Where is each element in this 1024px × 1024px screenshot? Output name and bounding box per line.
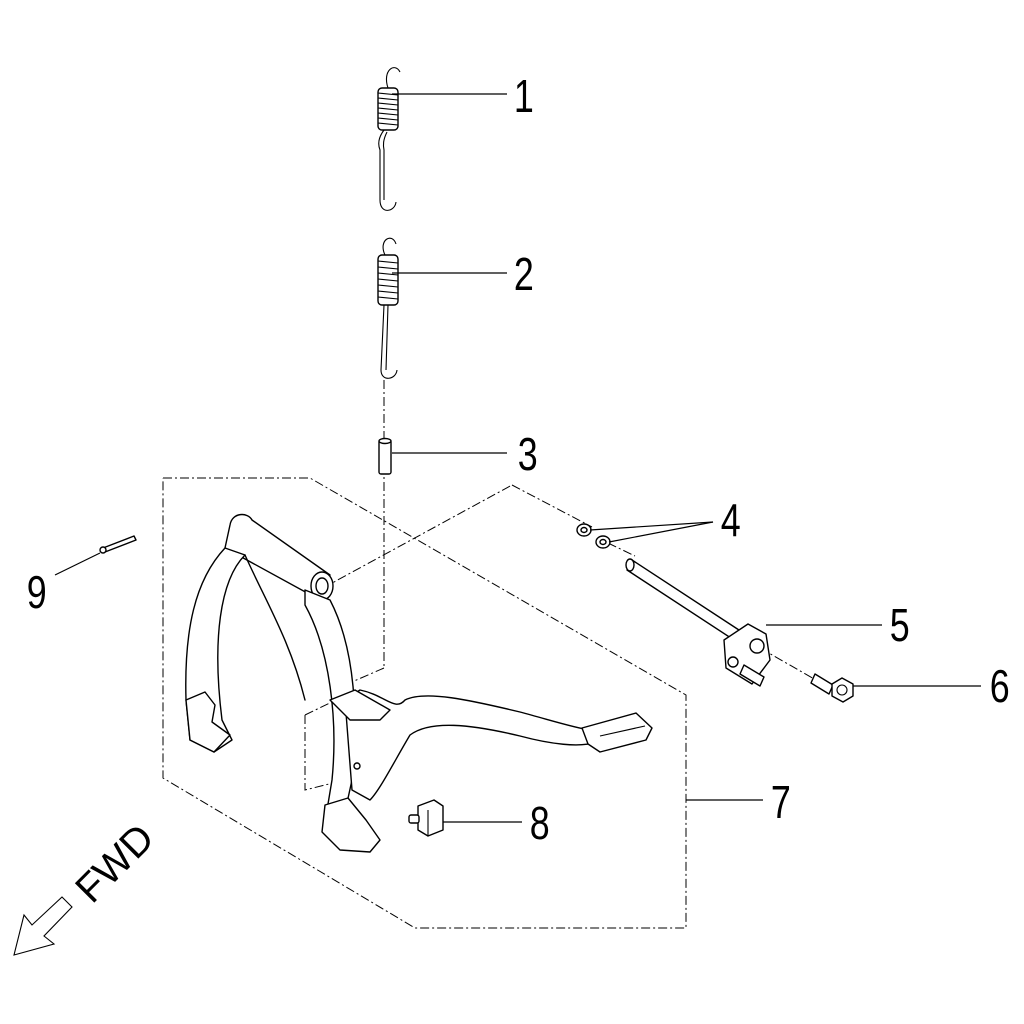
fwd-indicator: FWD (13, 816, 163, 956)
callouts: 1 2 3 4 5 6 7 8 9 (27, 71, 1010, 849)
washers (576, 523, 611, 549)
callout-9: 9 (27, 567, 47, 618)
callout-2: 2 (514, 249, 534, 300)
collar-pin (378, 437, 392, 475)
stand-shaft (625, 558, 771, 687)
callout-6: 6 (990, 661, 1010, 712)
spring-upper (377, 67, 401, 211)
callout-5: 5 (890, 600, 910, 651)
arrow-down-left-icon (13, 896, 73, 956)
callout-3: 3 (518, 429, 538, 480)
fwd-label: FWD (67, 816, 163, 912)
callout-1: 1 (514, 71, 534, 122)
callout-4: 4 (721, 495, 741, 546)
assembly-boundary (162, 380, 831, 929)
main-stand (185, 513, 653, 853)
callout-7: 7 (771, 777, 791, 828)
flange-bolt (810, 673, 854, 703)
leader-lines (54, 93, 981, 823)
spring-lower (377, 237, 399, 379)
callout-8: 8 (530, 798, 550, 849)
cotter-pin (99, 535, 137, 554)
rubber-stopper (408, 799, 444, 837)
